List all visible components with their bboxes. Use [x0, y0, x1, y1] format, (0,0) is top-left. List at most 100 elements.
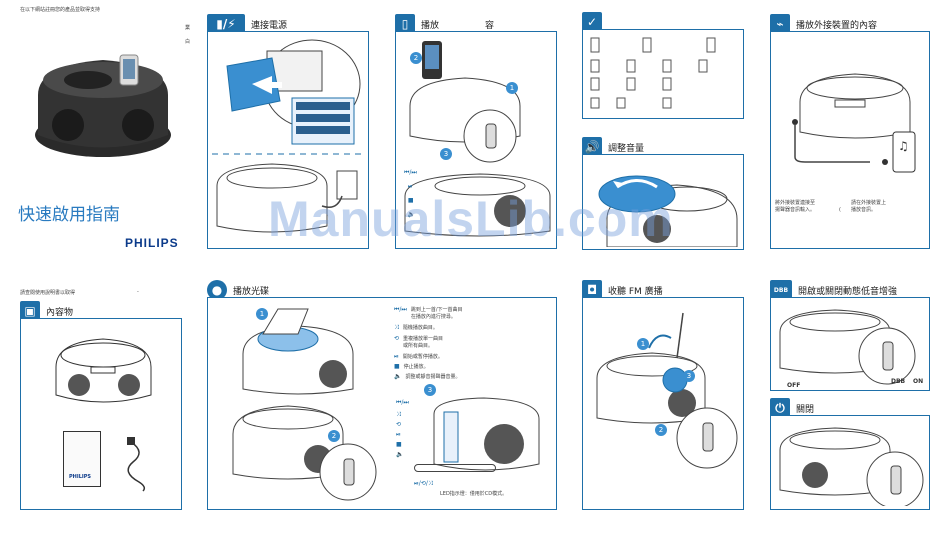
register-note: 在以下網站註冊您的產品並取得支持	[20, 7, 101, 13]
cd-ctrl-2-sym: ⟲	[394, 335, 400, 342]
box-header: ▣ 內容物	[20, 301, 73, 321]
box-icon: ▣	[20, 301, 40, 321]
dbb-panel: OFF DBB ON	[770, 297, 930, 391]
dbb-header-text: 開啟或關閉動態低音增強	[798, 286, 898, 297]
check-icon: ✓	[582, 12, 602, 32]
boombox-photo	[35, 54, 171, 157]
external-panel: ♫ 將外接裝置連接至 揚聲器音訊輸入。 ( 請在外接裝置上 播放音訊。	[770, 31, 930, 249]
play-header: ▯ 播放 容	[395, 14, 494, 34]
off-illustration	[779, 427, 924, 506]
step-1-badge: 1	[506, 82, 518, 94]
manual-booklet: PHILIPS	[63, 431, 101, 487]
volume-illustration	[598, 175, 738, 247]
step-3-badge: 3	[440, 148, 452, 160]
power-illustration	[212, 39, 364, 233]
cd-controls-list: ⏮/⏭跳到上一首/下一首曲目 在播放內進行搜尋。 ⤨隨機播放曲目。 ⟲重複播放單…	[394, 306, 524, 383]
power-icon: ⏻	[770, 398, 790, 418]
box-panel: PHILIPS	[20, 318, 182, 510]
cd-step-2-badge: 2	[328, 430, 340, 442]
led-strip	[414, 464, 496, 472]
power-header-text: 連接電源	[251, 20, 288, 31]
dbb-on-label: ON	[913, 378, 924, 385]
external-header: ⌁ 播放外接裝置的內容	[770, 14, 877, 34]
manual-dash: -	[137, 289, 139, 295]
external-note-b: (	[839, 207, 841, 213]
fm-illustration	[596, 312, 738, 469]
external-illustration: ♫	[792, 73, 916, 173]
svg-text:⤨: ⤨	[396, 411, 401, 418]
booklet-brand: PHILIPS	[69, 474, 92, 480]
cd-header: ● 播放光碟	[207, 280, 269, 300]
power-header: ▮/⚡ 連接電源	[207, 14, 287, 34]
cable-icon: ⌁	[770, 14, 790, 34]
cd-ctrl-0-text: 跳到上一首/下一首曲目 在播放內進行搜尋。	[410, 307, 463, 320]
cd-ctrl-3-text: 開始或暫停播放。	[402, 354, 443, 360]
dbb-label: DBB	[891, 378, 906, 385]
cd-ctrl-4-sym: ■	[394, 363, 400, 370]
cd-ctrl-3-sym: ⏯	[394, 353, 399, 360]
cd-ctrl-0-sym: ⏮/⏭	[394, 306, 407, 313]
play-controls-list: ⏮/⏭ ⏯ ■ 🔈	[404, 169, 417, 218]
off-header: ⏻ 關閉	[770, 398, 814, 418]
off-panel	[770, 415, 930, 510]
external-note-c: 請在外接裝置上 播放音訊。	[851, 200, 887, 213]
fm-header-text: 收聽 FM 廣播	[608, 286, 663, 297]
play-header-text: 播放	[421, 20, 440, 31]
fm-step-2-badge: 2	[655, 424, 667, 436]
fm-header: ◘ 收聽 FM 廣播	[582, 280, 663, 300]
svg-text:♫: ♫	[898, 139, 909, 153]
boombox-drawing	[55, 338, 152, 403]
svg-text:■: ■	[396, 441, 402, 448]
fm-panel: 1 3 2	[582, 297, 744, 510]
guide-title: 快速啟用指南	[18, 205, 120, 225]
side-char-b: 白	[185, 39, 191, 45]
external-note-a: 將外接裝置連接至 揚聲器音訊輸入。	[775, 200, 816, 213]
box-header-text: 內容物	[46, 307, 74, 318]
play-panel: 2 1 3 ⏮/⏭ ⏯ ■ 🔈	[395, 31, 557, 249]
dbb-icon: DBB	[770, 280, 792, 300]
cd-bottom-sym: ⏯/⟲/⤨	[414, 480, 433, 487]
power-cord	[127, 437, 146, 492]
cd-header-text: 播放光碟	[233, 286, 270, 297]
cd-panel-closeup: ⏮/⏭ ⤨ ⟲ ⏯ ■ 🔈	[396, 397, 540, 471]
cd-ctrl-4-text: 停止播放。	[403, 364, 429, 370]
cd-illustration	[232, 308, 377, 501]
ipod-icon: ▯	[395, 14, 415, 34]
cd-ctrl-2-text: 重複播放單一曲目 或所有曲目。	[403, 336, 444, 349]
dbb-illustration	[779, 309, 916, 385]
volume-header: 🔊 調整音量	[582, 137, 644, 157]
cd-ctrl-1-text: 隨機播放曲目。	[402, 325, 438, 331]
compat-header: ✓	[582, 12, 608, 32]
compat-panel	[582, 29, 744, 119]
power-plug-icon: ▮/⚡	[207, 14, 245, 34]
cd-ctrl-1-sym: ⤨	[394, 324, 399, 331]
svg-text:🔈: 🔈	[396, 451, 403, 458]
disc-icon: ●	[207, 280, 227, 300]
play-illustration	[404, 41, 551, 237]
step-2-badge: 2	[410, 52, 422, 64]
cd-bottom-text: LED指示燈：僅用於CD模式。	[440, 491, 508, 497]
svg-text:⟲: ⟲	[396, 421, 401, 428]
svg-text:⏮/⏭: ⏮/⏭	[396, 399, 409, 406]
external-header-text: 播放外接裝置的內容	[796, 20, 878, 31]
cd-ctrl-5-sym: 🔈	[394, 373, 402, 380]
off-header-text: 關閉	[796, 404, 815, 415]
dbb-off-label: OFF	[787, 382, 801, 389]
cd-step-3-badge: 3	[424, 384, 436, 396]
cd-panel: 1 2 ⏮/⏭跳到上一首/下一首曲目 在播放內進行搜尋。 ⤨隨機播放曲目。 ⟲重…	[207, 297, 557, 510]
cd-ctrl-5-text: 調整或靜音揚聲器音量。	[405, 374, 461, 380]
side-char-a: 業	[185, 25, 191, 31]
radio-icon: ◘	[582, 280, 602, 300]
speaker-icon: 🔊	[582, 137, 602, 157]
cd-step-1-badge: 1	[256, 308, 268, 320]
power-panel	[207, 31, 369, 249]
svg-text:⏯: ⏯	[396, 431, 401, 438]
fm-step-1-badge: 1	[637, 338, 649, 350]
device-grid	[590, 37, 716, 109]
manual-note: 請查閱使用說明書以取得	[20, 290, 76, 296]
dbb-header: DBB 開啟或關閉動態低音增強	[770, 280, 897, 300]
brand-logo: PHILIPS	[125, 236, 179, 250]
volume-panel	[582, 154, 744, 250]
fm-step-3-badge: 3	[683, 370, 695, 382]
volume-header-text: 調整音量	[608, 143, 645, 154]
